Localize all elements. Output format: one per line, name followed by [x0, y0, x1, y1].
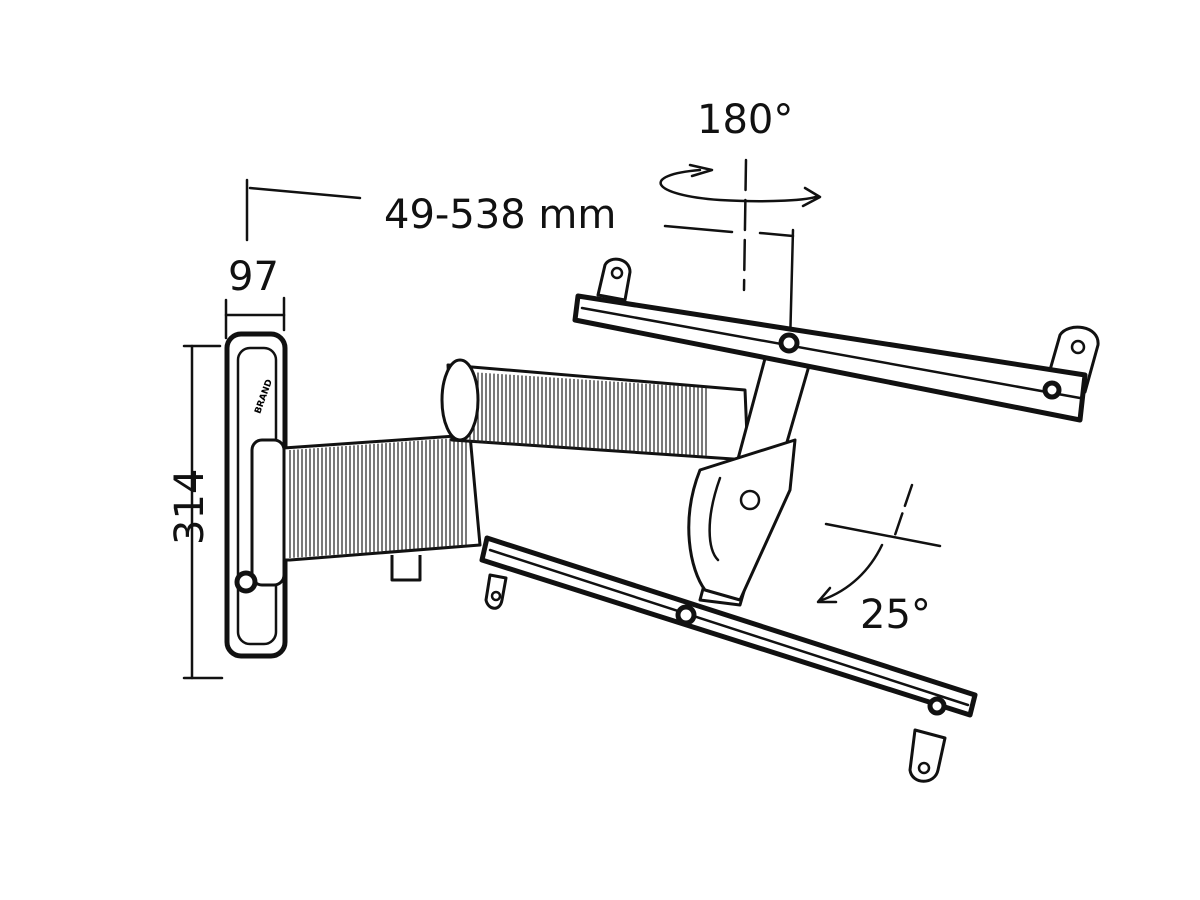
inner-arm: [234, 433, 482, 594]
depth-dimension: 97: [224, 254, 286, 340]
lower-pivot-bolt: [675, 604, 697, 626]
tilt-angle-label: 25°: [860, 592, 931, 638]
swivel-indicator: 180°: [659, 97, 822, 292]
swivel-angle-label: 180°: [697, 97, 793, 143]
extension-label: 49-538 mm: [384, 192, 616, 238]
depth-label: 97: [228, 254, 279, 300]
height-label: 314: [167, 469, 213, 545]
lower-rail-bolt: [927, 696, 947, 716]
lower-tv-rail: [479, 535, 978, 783]
outer-arm: [440, 358, 750, 462]
tilt-indicator: 25°: [816, 483, 942, 638]
height-dimension: 314: [167, 344, 224, 680]
extension-dimension: 49-538 mm: [245, 178, 795, 347]
upper-tv-rail: [572, 257, 1100, 423]
tilt-head: [687, 338, 817, 607]
